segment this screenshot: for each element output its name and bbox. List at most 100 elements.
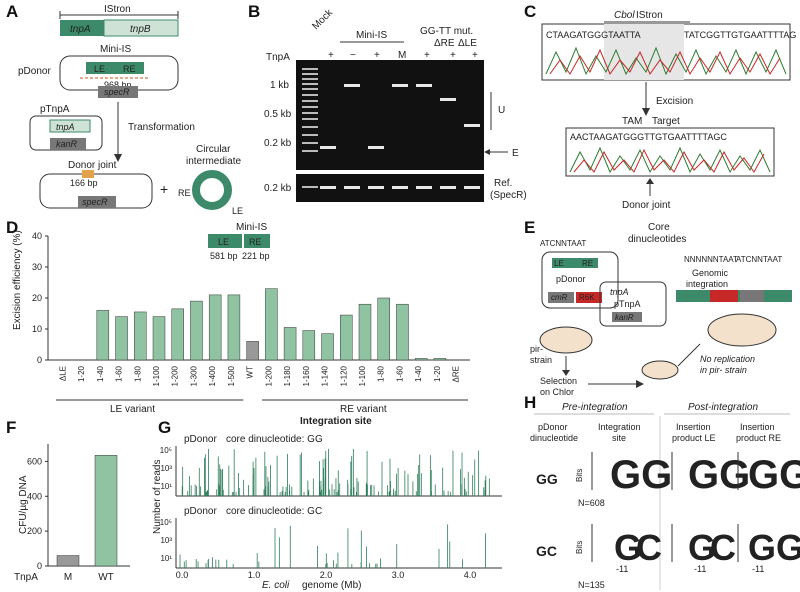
d-bar (190, 300, 203, 361)
specr-marker-2 (78, 196, 116, 208)
d-bar (283, 327, 297, 361)
logo-gg-site: GG (591, 452, 672, 497)
d-bar (433, 358, 447, 361)
lane-dre: ΔRE (434, 38, 455, 49)
e-ptnpa: pTnpA (614, 299, 641, 309)
ladder-band (302, 118, 318, 120)
d-bar (414, 358, 428, 361)
h-pre: Pre-integration (562, 402, 628, 413)
specr-label-2: specR (82, 197, 108, 207)
svg-text:GG: GG (748, 527, 800, 568)
ref-label: Ref. (494, 178, 512, 189)
e-le: LE (554, 259, 564, 268)
g-bottom-label: pDonor (184, 506, 217, 517)
circular-label: Circular (196, 144, 231, 155)
d-bar (377, 297, 390, 361)
e-genome-r6k (710, 290, 738, 302)
bp968-label: 968 bp (104, 80, 132, 90)
h-col2a: Integration (598, 422, 641, 432)
e-le-re (552, 258, 598, 268)
d-xtick-label: 1-500 (227, 365, 236, 386)
ref-band (368, 186, 384, 189)
d-bar (302, 330, 316, 361)
d-bar (227, 294, 241, 361)
gel-band (464, 124, 480, 127)
svg-text:GG: GG (748, 453, 800, 497)
ref-band (392, 186, 408, 189)
d-xtick-label: 1-100 (152, 365, 161, 386)
h-col4b: product RE (736, 433, 781, 443)
lane-dle: ΔLE (458, 38, 477, 49)
h-col1b: dinucleotide (530, 433, 578, 443)
g-xlabel-italic: E. coli (262, 580, 290, 591)
e-pdonor-plasmid (541, 251, 619, 309)
f-xtick-label: M (64, 572, 72, 583)
e-selection: Selection (540, 376, 577, 386)
panel-letter-a: A (6, 2, 19, 21)
e-genomic: Genomic (692, 268, 729, 278)
ref-band (320, 186, 336, 189)
size-1kb: 1 kb (270, 80, 289, 91)
logo-gc-le: G C (671, 524, 736, 568)
d-re-label: RE (249, 237, 262, 247)
ptnpa-gene-label: tnpA (56, 122, 75, 132)
target-label: Target (652, 116, 680, 127)
d-xtick-label: 1-20 (433, 365, 442, 382)
d-xtick-label: 1-100 (358, 365, 367, 386)
d-xtick-label: 1-60 (395, 365, 404, 382)
tnpb-gene-label: tnpB (130, 24, 151, 35)
g-xtick-label: 4.0 (464, 570, 477, 580)
gel-band (416, 84, 432, 87)
tnpa-sign: + (472, 50, 478, 61)
h-bits-2: Bits (575, 541, 584, 554)
band-e-label: E (512, 148, 519, 159)
d-ytick-label: 20 (32, 293, 42, 303)
f-bar (94, 455, 118, 567)
ladder-band (302, 78, 318, 80)
logo-gc-re: GG (737, 524, 800, 568)
gel-image (296, 60, 484, 170)
d-le-box (208, 234, 242, 248)
h-n-gc: N=135 (578, 580, 605, 590)
d-ytick-label: 10 (32, 324, 42, 334)
pdonor-label: pDonor (18, 66, 51, 77)
tam-label: TAM (622, 116, 642, 127)
f-ytick-label: 400 (27, 491, 42, 501)
h-col2b: site (612, 433, 626, 443)
ladder-band (302, 73, 318, 75)
istron-suffix: IStron (636, 10, 663, 21)
panel-letter-f: F (6, 418, 17, 437)
svg-text:G: G (688, 527, 716, 568)
re-label: RE (123, 64, 136, 74)
d-re-box (244, 234, 270, 248)
cbol-label: Cbol (614, 10, 635, 21)
panel-letter-c: C (524, 2, 537, 21)
f-ytick-label: 0 (37, 561, 42, 571)
f-ylabel: CFU/µg DNA (18, 475, 29, 534)
g-top-label: pDonor (184, 434, 217, 445)
h-gg: GG (536, 471, 558, 487)
panel-letter-b: B (248, 2, 261, 21)
kanr-marker (50, 138, 86, 150)
d-bar (358, 303, 372, 361)
ladder-band (302, 83, 318, 85)
plus-sign: + (160, 181, 168, 197)
ladder-band (302, 94, 318, 96)
logo-gg-re: GG (737, 452, 800, 497)
d-xtick-label: 1-300 (189, 365, 198, 386)
bp166-label: 166 bp (70, 178, 98, 188)
h-col1a: pDonor (538, 422, 568, 432)
g-xtick-label: 2.0 (320, 570, 333, 580)
logo-gg-le: GG (671, 452, 750, 497)
kanr-label: kanR (56, 139, 78, 149)
d-xtick-label: WT (246, 366, 255, 379)
h-tick-1: -11 (616, 564, 628, 574)
d-xtick-label: 1-200 (264, 365, 273, 386)
svg-text:G: G (614, 527, 642, 568)
ladder-band (302, 106, 318, 108)
d-xtick-label: 1-60 (115, 365, 124, 382)
d-bar (340, 314, 353, 361)
ptnpa-gene (49, 119, 91, 133)
